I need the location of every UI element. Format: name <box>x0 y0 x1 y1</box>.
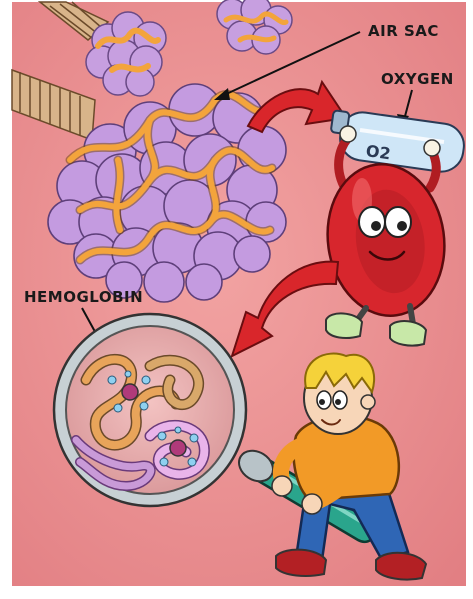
o2-tank-label: O2 <box>365 141 392 163</box>
oxygen-label: OXYGEN <box>381 70 454 88</box>
rbc-right-shoe <box>390 321 426 346</box>
rbc-left-shoe <box>326 313 362 338</box>
hemoglobin-label: HEMOGLOBIN <box>24 288 143 306</box>
boy-hand-left <box>272 476 292 496</box>
boy-left-shoe <box>276 550 326 576</box>
boy-right-shoe <box>376 553 426 580</box>
boy-hand-right <box>302 494 322 514</box>
air-sac-label: AIR SAC <box>368 22 439 40</box>
boy-ear <box>361 395 375 409</box>
